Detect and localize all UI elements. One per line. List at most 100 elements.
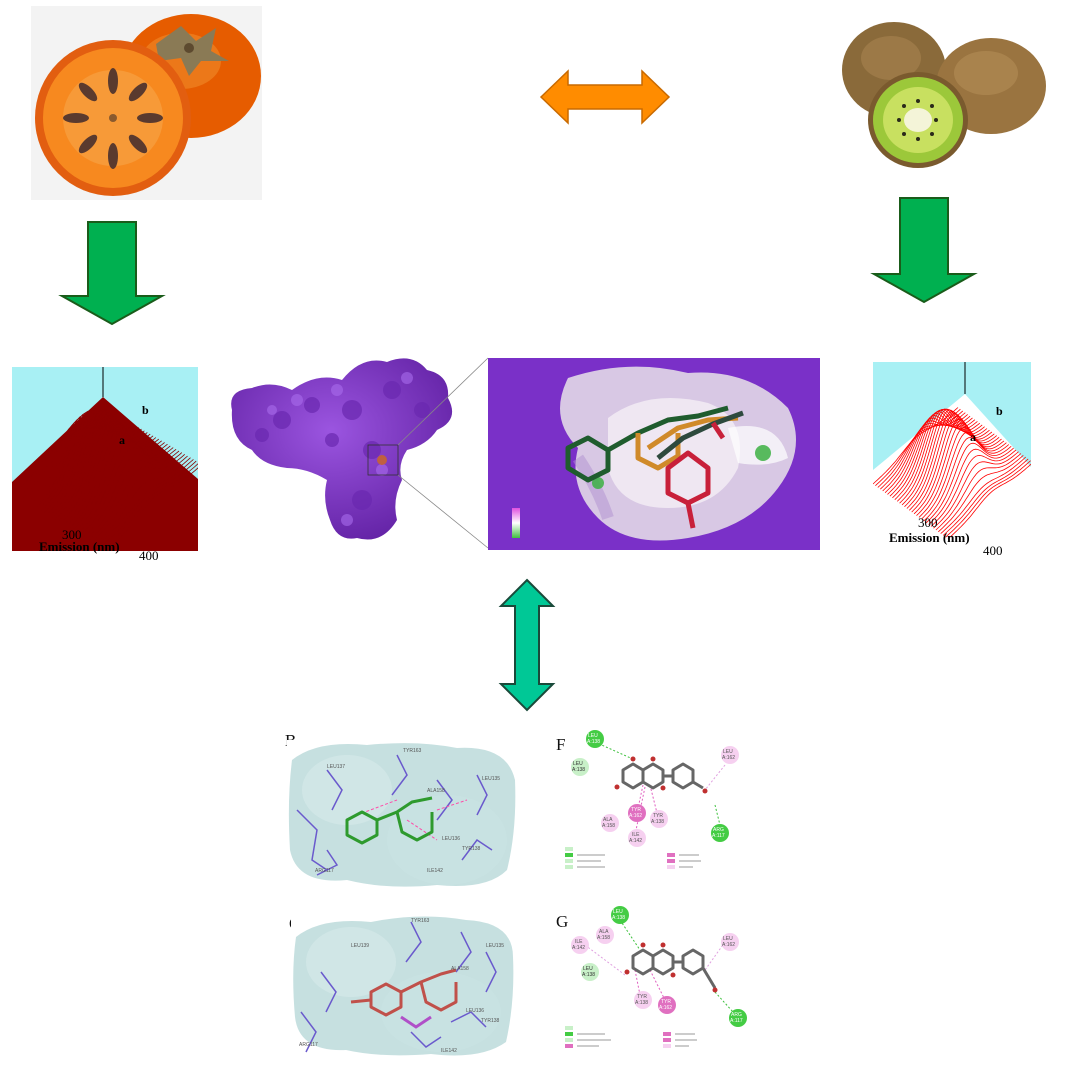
- spectrum-curve: [106, 464, 203, 551]
- spectrum-curve: [872, 407, 959, 485]
- down-arrow-left: [58, 221, 166, 326]
- spectrum-curve: [940, 456, 1026, 534]
- spectrum-curve: [947, 462, 1034, 540]
- spectrum-curve: [909, 412, 995, 511]
- svg-text:A:162: A:162: [659, 1005, 672, 1011]
- svg-text:A:117: A:117: [730, 1018, 743, 1024]
- svg-text:ARG: ARG: [731, 1012, 742, 1018]
- spectrum-curve: [925, 442, 1012, 524]
- x-axis-label: Emission (nm): [39, 539, 120, 554]
- svg-text:TYR138: TYR138: [462, 846, 481, 852]
- spectrum-curve: [942, 458, 1029, 536]
- svg-text:TYR163: TYR163: [403, 748, 422, 754]
- svg-text:A:138: A:138: [572, 767, 585, 773]
- spectrum-curve: [911, 415, 997, 513]
- svg-text:A:142: A:142: [572, 945, 585, 951]
- svg-text:A:162: A:162: [629, 813, 642, 819]
- svg-text:ILE142: ILE142: [427, 868, 443, 874]
- spectrum-left: a b 300 Emission (nm) 400: [11, 367, 203, 554]
- svg-text:ALA: ALA: [599, 929, 609, 935]
- spectrum-curve: [14, 410, 111, 497]
- svg-text:A:138: A:138: [587, 739, 600, 745]
- double-arrow-teal: [498, 578, 556, 712]
- svg-text:A:138: A:138: [651, 819, 664, 825]
- svg-text:A:162: A:162: [722, 755, 735, 761]
- curve-label-a: a: [970, 430, 976, 444]
- spectrum-curve: [921, 431, 1007, 520]
- svg-text:A:162: A:162: [722, 942, 735, 948]
- svg-text:LEU139: LEU139: [351, 943, 369, 949]
- tick-300: 300: [918, 515, 938, 530]
- svg-text:ILE: ILE: [632, 832, 640, 838]
- tick-400-left: 400: [139, 548, 159, 563]
- svg-text:ALA158: ALA158: [451, 966, 469, 972]
- svg-text:TYR163: TYR163: [411, 918, 430, 924]
- down-arrow-right: [870, 197, 978, 304]
- curve-label-a: a: [119, 433, 125, 447]
- protein-surface: [231, 357, 489, 549]
- spectrum-curve: [69, 426, 165, 529]
- spectrum-curve: [933, 451, 1019, 529]
- spectrum-curve: [29, 417, 125, 506]
- svg-text:LEU: LEU: [588, 733, 598, 739]
- spectrum-curve: [80, 447, 177, 536]
- panel-label-G: G: [556, 912, 569, 931]
- svg-text:LEU: LEU: [573, 761, 583, 767]
- tick-400-right: 400: [983, 543, 1003, 558]
- persimmon-image: [31, 6, 262, 200]
- svg-text:ARG: ARG: [713, 827, 724, 833]
- spectrum-curve: [918, 427, 1005, 518]
- svg-text:TYR: TYR: [631, 807, 641, 813]
- svg-text:LEU: LEU: [583, 966, 593, 972]
- spectrum-curve: [86, 452, 183, 539]
- svg-text:ILE142: ILE142: [441, 1048, 457, 1054]
- spectrum-curve: [75, 435, 171, 532]
- svg-text:TYR: TYR: [653, 813, 663, 819]
- svg-text:ARG117: ARG117: [315, 868, 334, 874]
- spectrum-curve: [92, 455, 188, 542]
- spectrum-curve: [906, 410, 993, 509]
- spectrum-curve: [72, 430, 168, 530]
- double-arrow-orange: [539, 69, 671, 125]
- spectrum-curve: [83, 450, 180, 537]
- spectrum-curve: [923, 437, 1010, 522]
- spectrum-curve: [89, 454, 185, 541]
- svg-text:LEU: LEU: [723, 936, 733, 942]
- svg-text:TYR: TYR: [661, 999, 671, 1005]
- svg-text:LEU137: LEU137: [327, 764, 345, 770]
- svg-text:A:138: A:138: [612, 915, 625, 921]
- spectrum-right: a b 300 Emission (nm): [872, 362, 1034, 546]
- spectrum-curve: [913, 418, 1000, 515]
- svg-text:A:138: A:138: [635, 1000, 648, 1006]
- spectrum-curve: [938, 455, 1024, 533]
- spectrum-curve: [60, 415, 157, 524]
- spectrum-curve: [928, 447, 1014, 525]
- spectrum-curve: [916, 422, 1002, 516]
- svg-text:LEU: LEU: [723, 749, 733, 755]
- panel-label-F: F: [556, 735, 566, 754]
- svg-text:ALA: ALA: [603, 817, 613, 823]
- spectrum-curve: [935, 453, 1022, 531]
- spectrum-curve: [930, 449, 1017, 527]
- spectrum-floor: [12, 397, 198, 551]
- spectrum-curve: [63, 418, 160, 525]
- kiwi-image: [836, 8, 1051, 178]
- svg-text:A:158: A:158: [597, 935, 610, 941]
- svg-text:A:138: A:138: [582, 972, 595, 978]
- svg-text:TYR: TYR: [637, 994, 647, 1000]
- svg-text:TYR138: TYR138: [481, 1018, 500, 1024]
- svg-text:LEU136: LEU136: [442, 836, 460, 842]
- svg-text:ILE: ILE: [575, 939, 583, 945]
- svg-text:A:142: A:142: [629, 838, 642, 844]
- docking-closeup: [488, 358, 820, 550]
- svg-text:LEU136: LEU136: [466, 1008, 484, 1014]
- svg-text:A:117: A:117: [712, 833, 725, 839]
- curve-label-b: b: [142, 403, 149, 417]
- spectrum-curve: [103, 462, 200, 549]
- tick-300: 300: [62, 527, 82, 542]
- spectrum-curve: [66, 421, 162, 527]
